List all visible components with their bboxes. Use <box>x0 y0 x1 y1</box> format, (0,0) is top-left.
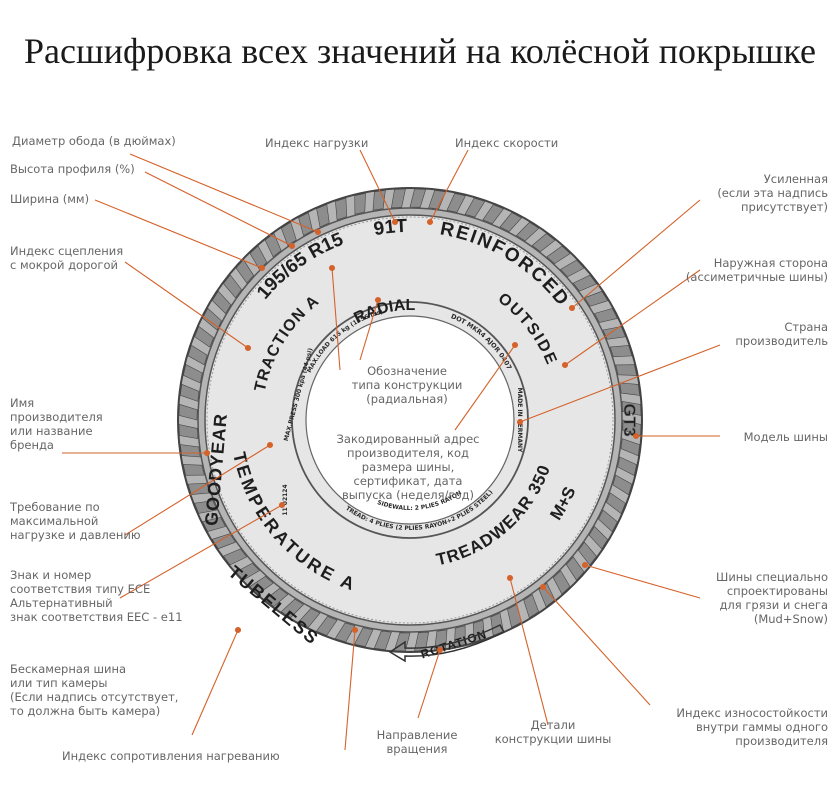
tread-block <box>588 526 609 550</box>
tread-block <box>464 197 486 218</box>
tread-block <box>182 464 205 476</box>
tread-block <box>280 221 297 246</box>
tread-block <box>202 307 222 331</box>
tread-block <box>315 616 338 636</box>
tread-block <box>621 401 642 416</box>
label-construction: Детали конструкции шины <box>494 718 612 746</box>
tread-block <box>235 562 260 581</box>
tread-block <box>222 548 248 566</box>
tread-block <box>615 364 638 376</box>
tread-block <box>194 500 218 514</box>
page-title: Расшифровка всех значений на колёсной по… <box>24 31 816 71</box>
label-max-load: Требование по максимальной нагрузке и да… <box>10 500 141 542</box>
tread-block <box>223 274 242 299</box>
label-heat-resistance: Индекс сопротивления нагреванию <box>62 749 280 763</box>
tread-block <box>373 630 392 651</box>
tread-block <box>298 212 313 236</box>
label-profile-height: Высота профиля (%) <box>10 162 135 176</box>
tread-block <box>531 233 556 252</box>
tread-block <box>211 533 236 550</box>
label-country: Страна производитель <box>735 320 828 348</box>
tread-block <box>619 382 641 396</box>
tread-block <box>598 509 618 533</box>
tread-block <box>354 627 374 647</box>
tread-block <box>280 598 304 619</box>
tread-block <box>490 612 504 636</box>
label-model-name: Модель шины <box>743 430 828 444</box>
label-reinforced: Усиленная (если эта надпись присутствует… <box>717 172 828 214</box>
tread-block <box>334 622 356 643</box>
tread-block <box>391 188 406 209</box>
tread-block <box>446 193 466 213</box>
tread-block <box>612 474 633 496</box>
tread-block <box>578 541 597 566</box>
tread-block <box>620 438 641 457</box>
label-treadwear: Индекс износостойкости внутри гаммы одно… <box>676 706 828 748</box>
tread-block <box>499 212 523 232</box>
tread-block <box>354 192 366 215</box>
label-width: Ширина (мм) <box>10 192 90 206</box>
label-rim-diameter: Диаметр обода (в дюймах) <box>12 134 176 148</box>
tread-block <box>609 345 633 358</box>
ece-number-text: 11 02124 <box>282 484 289 515</box>
label-wet-traction: Индекс сцепления с мокрой дорогой <box>10 244 124 272</box>
tread-block <box>235 259 254 284</box>
tread-block <box>264 232 282 258</box>
tread-block <box>335 197 348 221</box>
tread-block <box>249 245 268 270</box>
tread-block <box>211 290 232 314</box>
tread-block <box>178 403 198 421</box>
label-coded-address: Закодированный адрес производителя, код … <box>336 432 480 502</box>
tread-block <box>572 274 598 292</box>
label-mud-snow: Шины специально спроектированы для грязи… <box>716 570 828 626</box>
tread-block <box>316 204 330 228</box>
tread-block <box>194 325 214 348</box>
label-rotation: Направление вращения <box>376 728 458 756</box>
tread-block <box>617 456 637 476</box>
label-speed-index: Индекс скорости <box>455 136 559 150</box>
tread-block <box>372 189 386 211</box>
load-speed-text: 91T <box>372 216 408 240</box>
label-outside: Наружная сторона (ассиметричные шины) <box>685 256 828 284</box>
tread-block <box>552 570 571 595</box>
tread-block <box>584 290 609 307</box>
tread-block <box>546 245 571 264</box>
tread-block <box>523 594 540 619</box>
tread-block <box>414 631 429 652</box>
tread-block <box>187 344 208 366</box>
tread-block <box>179 444 201 458</box>
label-load-index: Индекс нагрузки <box>265 136 369 150</box>
tread-block <box>179 383 200 402</box>
tire-center <box>305 315 515 525</box>
label-manufacturer: Имя производителя или название бренда <box>10 396 103 452</box>
tread-block <box>560 259 585 278</box>
label-radial: Обозначение типа конструкции (радиальная… <box>351 364 463 406</box>
tread-block <box>183 364 203 384</box>
tread-block <box>297 608 321 628</box>
rotation-arrow <box>388 624 506 663</box>
model-text: GT3 <box>620 403 639 436</box>
tread-block <box>594 308 618 323</box>
tread-block <box>202 517 226 532</box>
tread-block <box>249 576 274 595</box>
tread-block <box>606 492 626 515</box>
tread-block <box>178 424 199 439</box>
tread-block <box>409 188 427 208</box>
tread-block <box>482 204 505 224</box>
label-ece-mark: Знак и номер соответствия типу ECE Альте… <box>10 568 183 624</box>
tread-block <box>566 556 585 581</box>
tread-block <box>516 221 540 242</box>
label-tubeless: Бескамерная шина или тип камеры (Если на… <box>10 662 179 718</box>
leader-lines <box>62 149 721 751</box>
tread-block <box>264 588 289 607</box>
